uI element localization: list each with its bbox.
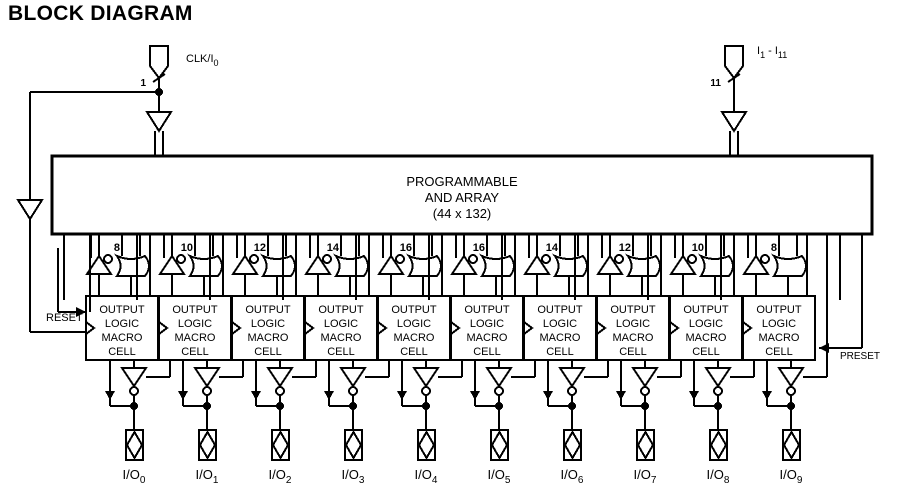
output-logic-macro-cell-6 (523, 295, 597, 361)
io-label-1: I/O1 (196, 467, 219, 486)
macrocell-column-1 (136, 234, 259, 461)
olmc-1-line1: OUTPUT (172, 304, 218, 316)
olmc-3-line1: OUTPUT (318, 304, 364, 316)
data-input-buffer-icon (720, 111, 748, 133)
output-logic-macro-cell-8 (669, 295, 743, 361)
product-term-count-1: 10 (181, 242, 193, 254)
olmc-7-line2: LOGIC (616, 318, 650, 330)
product-term-count-6: 14 (546, 242, 559, 254)
array-label-line3: (44 x 132) (433, 206, 492, 221)
reset-net (57, 234, 91, 317)
olmc-9-line1: OUTPUT (756, 304, 802, 316)
output-logic-macro-cell-3 (304, 295, 378, 361)
macrocell-column-8 (647, 234, 770, 461)
olmc-1-line3: MACRO (175, 332, 216, 344)
io-label-4: I/O4 (415, 467, 438, 486)
olmc-0-line1: OUTPUT (99, 304, 145, 316)
product-term-count-5: 16 (473, 242, 485, 254)
olmc-1-line4: CELL (181, 346, 209, 358)
macrocell-column-2 (209, 234, 332, 461)
array-label-line1: PROGRAMMABLE (406, 174, 518, 189)
output-logic-macro-cell-5 (450, 295, 524, 361)
olmc-8-line4: CELL (692, 346, 720, 358)
olmc-9-line2: LOGIC (762, 318, 796, 330)
olmc-6-line2: LOGIC (543, 318, 577, 330)
clk-array-buffer-icon (145, 111, 173, 133)
olmc-4-line4: CELL (400, 346, 428, 358)
macrocell-labels: OUTPUT LOGIC MACRO CELL OUTPUT LOGIC MAC… (99, 304, 802, 358)
product-term-count-7: 12 (619, 242, 631, 254)
clk-distribution-buffer-icon (16, 199, 44, 221)
olmc-0-line2: LOGIC (105, 318, 139, 330)
olmc-6-line1: OUTPUT (537, 304, 583, 316)
olmc-2-line1: OUTPUT (245, 304, 291, 316)
data-input-pad (724, 45, 744, 112)
output-logic-macro-cell-1 (158, 295, 232, 361)
macrocell-column-0 (63, 234, 186, 461)
io-label-7: I/O7 (634, 467, 657, 486)
olmc-6-line4: CELL (546, 346, 574, 358)
product-term-count-4: 16 (400, 242, 412, 254)
array-label-line2: AND ARRAY (425, 190, 499, 205)
io-label-6: I/O6 (561, 467, 584, 486)
olmc-0-line3: MACRO (102, 332, 143, 344)
data-pin-count: 11 (710, 78, 721, 89)
olmc-9-line3: MACRO (759, 332, 800, 344)
olmc-0-line4: CELL (108, 346, 136, 358)
olmc-5-line3: MACRO (467, 332, 508, 344)
io-label-0: I/O0 (123, 467, 146, 486)
output-logic-macro-cell-0 (85, 295, 159, 361)
preset-net (819, 234, 863, 353)
output-logic-macro-cell-9 (742, 295, 816, 361)
olmc-8-line3: MACRO (686, 332, 727, 344)
data-pin-label: I1 - I11 (757, 45, 787, 60)
product-term-count-2: 12 (254, 242, 266, 254)
olmc-1-line2: LOGIC (178, 318, 212, 330)
programmable-and-array-box (50, 154, 874, 236)
olmc-6-line3: MACRO (540, 332, 581, 344)
olmc-2-line3: MACRO (248, 332, 289, 344)
olmc-4-line3: MACRO (394, 332, 435, 344)
clk-input-pad (149, 45, 169, 92)
olmc-2-line4: CELL (254, 346, 282, 358)
olmc-4-line1: OUTPUT (391, 304, 437, 316)
olmc-3-line2: LOGIC (324, 318, 358, 330)
macrocell-column-5 (428, 234, 551, 461)
page-title: BLOCK DIAGRAM (8, 2, 193, 25)
io-label-8: I/O8 (707, 467, 730, 486)
olmc-8-line1: OUTPUT (683, 304, 729, 316)
io-label-3: I/O3 (342, 467, 365, 486)
io-label-5: I/O5 (488, 467, 511, 486)
olmc-9-line4: CELL (765, 346, 793, 358)
io-label-2: I/O2 (269, 467, 292, 486)
olmc-5-line2: LOGIC (470, 318, 504, 330)
olmc-4-line2: LOGIC (397, 318, 431, 330)
olmc-5-line4: CELL (473, 346, 501, 358)
io-label-9: I/O9 (780, 467, 803, 486)
preset-label: PRESET (840, 351, 880, 362)
olmc-8-line2: LOGIC (689, 318, 723, 330)
olmc-5-line1: OUTPUT (464, 304, 510, 316)
product-term-count-0: 8 (114, 242, 120, 254)
reset-label: RESET (46, 312, 83, 324)
olmc-3-line4: CELL (327, 346, 355, 358)
olmc-7-line1: OUTPUT (610, 304, 656, 316)
io-pin-labels: I/O0 I/O1 I/O2 I/O3 I/O4 I/O5 I/O6 I/O7 … (123, 467, 803, 486)
olmc-2-line2: LOGIC (251, 318, 285, 330)
olmc-7-line4: CELL (619, 346, 647, 358)
olmc-7-line3: MACRO (613, 332, 654, 344)
clk-pin-count: 1 (140, 78, 146, 89)
macrocell-column-9 (720, 234, 828, 461)
macrocell-column-6 (501, 234, 624, 461)
olmc-3-line3: MACRO (321, 332, 362, 344)
product-term-count-8: 10 (692, 242, 704, 254)
product-term-count-9: 8 (771, 242, 777, 254)
clk-pin-label: CLK/I0 (186, 53, 219, 68)
product-term-count-3: 14 (327, 242, 340, 254)
macrocell-column-3 (282, 234, 405, 461)
output-logic-macro-cell-2 (231, 295, 305, 361)
